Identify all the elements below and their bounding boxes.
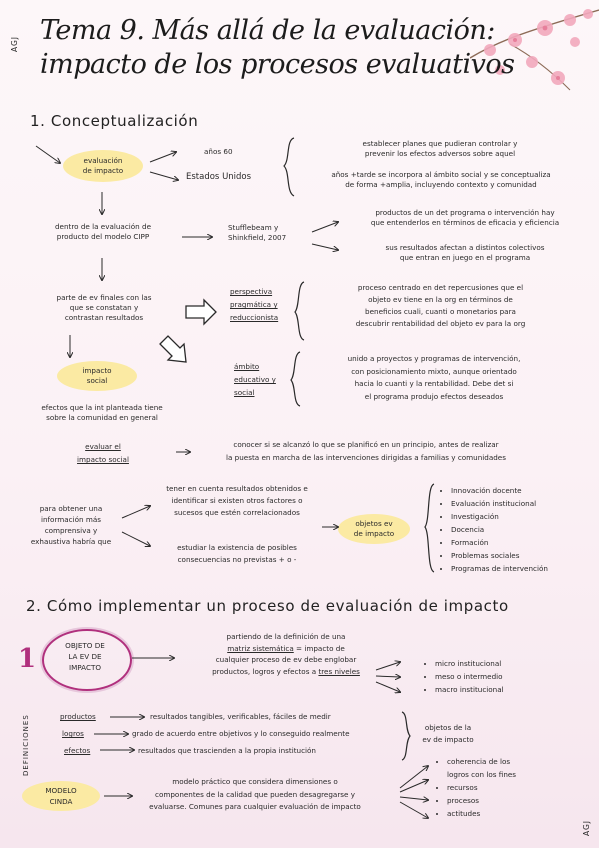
evaluar-text: conocer si se alcanzó lo que se planific… <box>226 440 506 462</box>
highlight-blob <box>338 514 410 544</box>
list-item: meso o intermedio <box>435 670 504 683</box>
evaluacion-impacto-label: evaluación de impacto <box>82 156 124 175</box>
list-item: Investigación <box>451 510 548 523</box>
efectos-text: efectos que la int planteada tiene sobre… <box>41 403 163 422</box>
definition-term: logros <box>62 729 84 738</box>
top-text-1: establecer planes que pudieran controlar… <box>362 139 518 158</box>
evaluar-impacto-label: evaluar el impacto social <box>77 442 129 464</box>
definition-term: efectos <box>64 746 91 755</box>
definition-term: productos <box>60 712 96 721</box>
stufflebeam-ref: Stufflebeam y Shinkfield, 2007 <box>228 223 287 242</box>
numeral-one: 1 <box>18 644 37 674</box>
modelo-cinda-label: MODELO CINDA <box>45 786 77 806</box>
list-item: recursos <box>447 781 516 794</box>
list-item: actitudes <box>447 807 516 820</box>
definition-desc: resultados tangibles, verificables, fáci… <box>150 712 331 721</box>
section2-heading: 2. Cómo implementar un proceso de evalua… <box>26 597 509 615</box>
author-tag-left: AGJ <box>10 35 19 52</box>
definiciones-label: DEFINICIONES <box>22 714 30 776</box>
list-item: Docencia <box>451 523 548 536</box>
top-text-2: años +tarde se incorpora al ámbito socia… <box>331 170 551 189</box>
modelo-cinda-text: modelo práctico que considera dimensione… <box>149 777 361 811</box>
objetos-list: Innovación docenteEvaluación institucion… <box>440 484 548 575</box>
highlight-blob <box>57 361 137 391</box>
objetos-ev-label: objetos ev de impacto <box>353 519 395 538</box>
section1-heading: 1. Conceptualización <box>30 112 199 130</box>
list-item: Innovación docente <box>451 484 548 497</box>
list-item: Formación <box>451 536 548 549</box>
page-title-line2: impacto de los procesos evaluativos <box>40 49 515 80</box>
highlight-blob <box>22 781 100 811</box>
author-tag-right: AGJ <box>582 819 591 836</box>
estudiar-text: estudiar la existencia de posibles conse… <box>177 543 297 564</box>
para-obtener-text: para obtener una información más compren… <box>30 504 112 546</box>
estados-unidos: Estados Unidos <box>186 172 252 182</box>
list-item: micro institucional <box>435 657 504 670</box>
perspectiva-label: perspectiva pragmática y reduccionista <box>230 287 279 322</box>
impacto-social-label: impacto social <box>82 366 112 385</box>
cipp-text: dentro de la evaluación de producto del … <box>55 222 151 241</box>
list-item: Programas de intervención <box>451 562 548 575</box>
cinda-list: coherencia de los logros con los finesre… <box>436 755 516 820</box>
list-item: Evaluación institucional <box>451 497 548 510</box>
objeto-circle <box>42 629 132 691</box>
list-item: procesos <box>447 794 516 807</box>
ambito-label: ámbito educativo y social <box>234 362 276 397</box>
list-item: Problemas sociales <box>451 549 548 562</box>
highlight-blob <box>63 150 143 182</box>
definition-desc: resultados que trascienden a la propia i… <box>138 746 316 755</box>
objeto-label: OBJETO DE LA EV DE IMPACTO <box>65 641 105 672</box>
list-item: coherencia de los logros con los fines <box>447 755 516 781</box>
productos-text-1: productos de un det programa o intervenc… <box>370 208 560 227</box>
partiendo-text: partiendo de la definición de una matriz… <box>212 632 360 676</box>
tener-cuenta-text: tener en cuenta resultados obtenidos e i… <box>166 484 308 517</box>
definition-desc: grado de acuerdo entre objetivos y lo co… <box>132 729 350 738</box>
objetos-impacto-label: objetos de la ev de impacto <box>422 723 474 744</box>
parte-ev-text: parte de ev finales con las que se const… <box>56 293 152 322</box>
list-item: macro institucional <box>435 683 504 696</box>
page-title-line1: Tema 9. Más allá de la evaluación: <box>40 15 495 46</box>
cherry-blossom-decoration <box>469 0 599 95</box>
niveles-list: micro institucionalmeso o intermediomacr… <box>424 657 504 696</box>
anios-60: años 60 <box>204 147 233 156</box>
perspectiva-text: proceso centrado en det repercusiones qu… <box>355 283 526 328</box>
productos-text-2: sus resultados afectan a distintos colec… <box>385 243 545 262</box>
ambito-text: unido a proyectos y programas de interve… <box>347 354 521 401</box>
